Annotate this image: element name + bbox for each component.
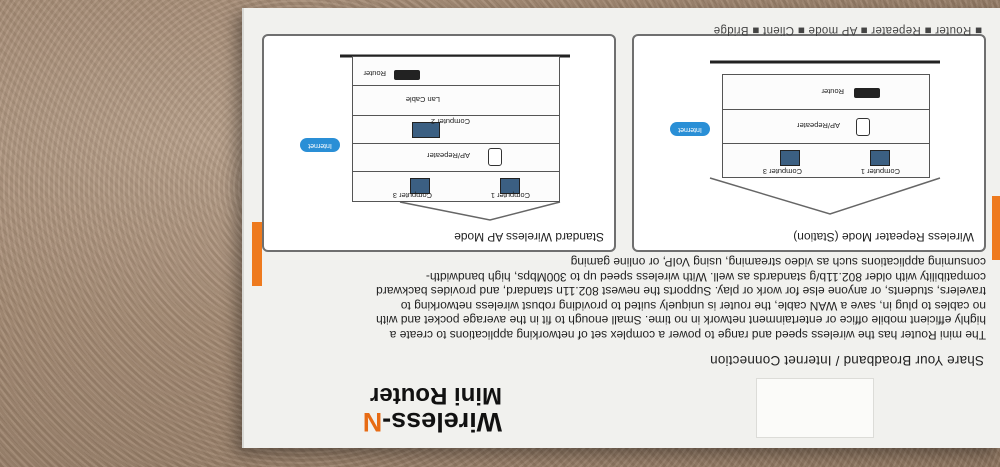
orange-bar-left — [992, 196, 1000, 260]
paragraph-line: no cables to plug in, save a WAN cable, … — [400, 298, 986, 313]
ap-mode-panel: Standard Wireless AP Mode Computer 1 Com… — [262, 34, 616, 252]
modes-list: ■ Router ■ Repeater ■ AP mode ■ Client ■… — [713, 24, 982, 36]
brand-line2: Mini Router — [370, 382, 502, 409]
box-face-rotated: Wireless-N Mini Router Share Your Broadb… — [244, 8, 1000, 448]
computer3-label: Computer 3 — [392, 191, 432, 200]
computer3-label: Computer 3 — [762, 167, 802, 176]
router-icon — [394, 70, 420, 80]
repeater-icon — [856, 118, 870, 136]
subtitle: Share Your Broadband / Internet Connecti… — [709, 353, 984, 368]
house-diagram: Computer 1 Computer 3 AP/Repeater Comput… — [290, 54, 590, 222]
computer1-label: Computer 1 — [490, 191, 530, 200]
brand-title: Wireless-N Mini Router — [362, 382, 502, 437]
house-roof-lines — [709, 60, 941, 215]
panel-title: Wireless Repeater Mode (Station) — [793, 230, 974, 244]
orange-bar-right — [252, 222, 262, 286]
paragraph-line: compatibility with older 802.11b/g stand… — [425, 269, 986, 284]
paragraph-line: The mini Router has the wireless speed a… — [389, 328, 986, 342]
router-box: Wireless-N Mini Router Share Your Broadb… — [242, 8, 1000, 448]
ap-label: AP/Repeater — [427, 151, 470, 160]
internet-cloud: Internet — [300, 138, 340, 152]
internet-cloud: Internet — [670, 122, 710, 136]
house-diagram: Computer 1 Computer 3 AP/Repeater Router… — [660, 54, 960, 222]
router-label: Router — [363, 69, 386, 78]
computer-icon — [870, 150, 890, 166]
paragraph-line: travelers, students, or anyone else for … — [376, 284, 986, 299]
lan-label: Lan Cable — [405, 95, 440, 104]
router-icon — [854, 88, 880, 98]
computer1-label: Computer 1 — [860, 167, 900, 176]
ap-label: AP/Repeater — [797, 121, 840, 130]
paragraph-line: highly efficient mobile office or entert… — [376, 313, 986, 328]
repeater-mode-panel: Wireless Repeater Mode (Station) Compute… — [632, 34, 986, 252]
brand-n: N — [362, 407, 383, 437]
floor-4 — [352, 84, 560, 116]
brand-line1: Wireless- — [382, 407, 502, 437]
computer2-label: Computer 2 — [430, 117, 470, 126]
paragraph-line: consuming applications such as video str… — [570, 255, 986, 270]
blank-sticker — [756, 378, 874, 438]
description-paragraph: The mini Router has the wireless speed a… — [286, 254, 986, 342]
panel-title: Standard Wireless AP Mode — [454, 230, 604, 244]
repeater-icon — [488, 148, 502, 166]
computer-icon — [780, 150, 800, 166]
router-label: Router — [821, 87, 844, 96]
